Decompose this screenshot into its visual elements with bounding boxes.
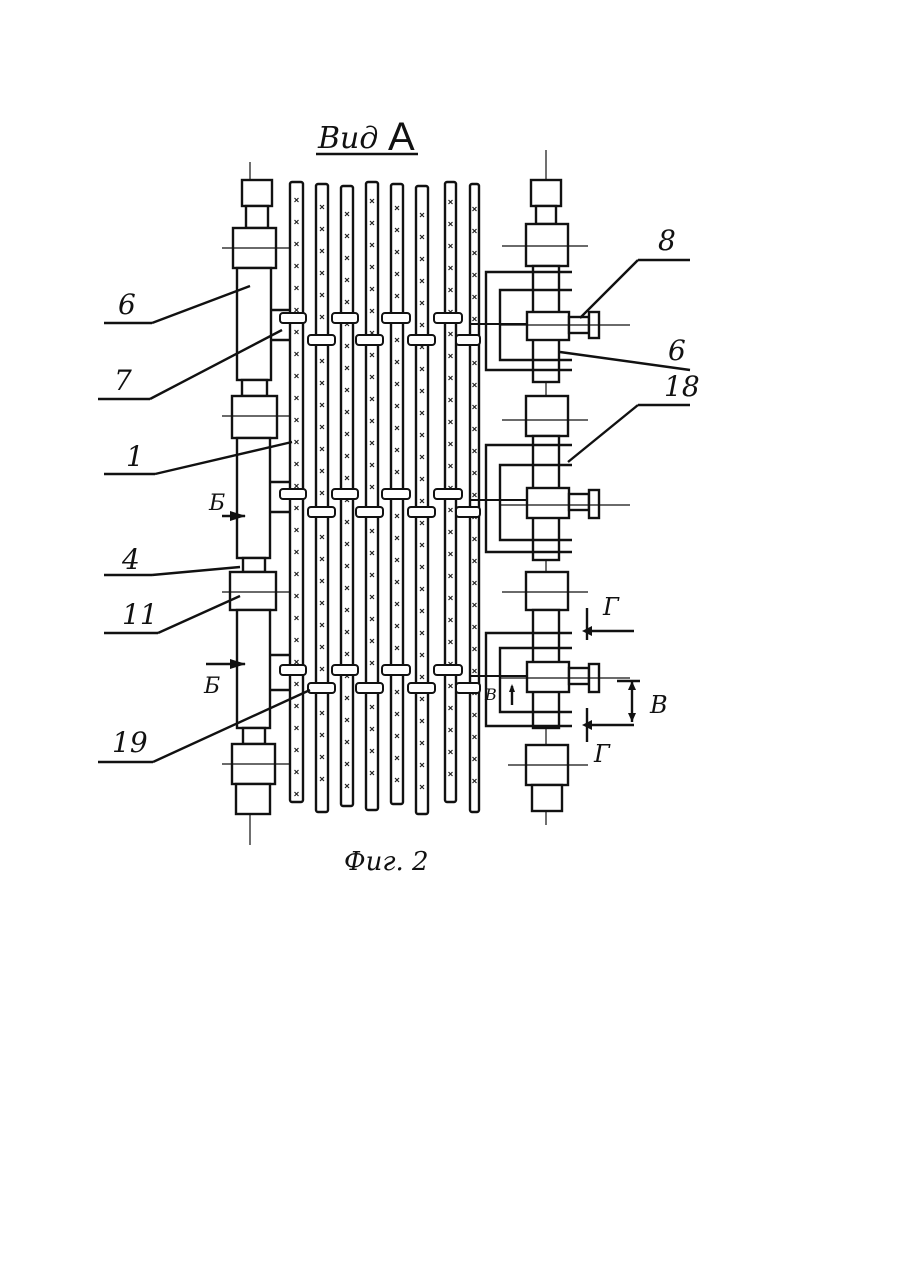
connecting-pin [308,683,335,693]
left-coupling-3 [230,572,276,610]
right-coupling-1 [526,224,568,266]
svg-text:Г: Г [593,740,611,768]
connecting-pin [456,335,480,345]
callout-6-right: 6 [668,334,686,367]
connecting-pin [356,507,383,517]
svg-text:В: В [649,691,668,719]
right-bracket-lower [486,633,630,726]
view-title: Вид А [316,115,418,159]
left-hub-bottom [236,784,270,814]
connecting-pin [382,665,410,675]
right-hub-top [531,180,561,206]
section-mark-g-upper: Г [582,593,634,640]
connecting-pin [308,507,335,517]
left-hub-top [242,180,272,206]
left-shaft-section-2 [237,438,270,558]
connecting-pin [408,507,435,517]
left-neck [243,558,265,572]
left-shaft-section-1 [237,268,271,380]
svg-text:Б: Б [208,491,225,516]
left-shaft [222,162,290,845]
callout-1: 1 [126,440,144,473]
connecting-pin [332,313,358,323]
connecting-pin [332,665,358,675]
callout-8: 8 [658,224,676,257]
callout-19: 19 [112,726,148,759]
connecting-pin [332,489,358,499]
connecting-pin [308,335,335,345]
slat [366,182,378,810]
callout-18: 18 [664,370,700,403]
slat [416,186,428,814]
callout-7: 7 [114,364,132,397]
right-coupling-2 [526,396,568,436]
connecting-pin [456,507,480,517]
connecting-pin [356,683,383,693]
left-coupling-2 [232,396,277,438]
right-callouts: 8 6 18 [560,224,700,462]
connecting-pin [408,683,435,693]
view-title-prefix: Вид [317,121,378,156]
connecting-pin [382,313,410,323]
callout-6-left: 6 [118,288,136,321]
connecting-pin [280,665,306,675]
connecting-pin [280,313,306,323]
callout-4: 4 [121,543,140,576]
slat [316,184,328,812]
connecting-pin [434,665,462,675]
right-shaft [486,150,630,825]
connecting-pin [408,335,435,345]
right-hub-bottom [532,785,562,811]
left-neck [246,206,268,228]
right-neck [536,206,556,224]
slat [470,184,479,812]
section-mark-v-inner: В [484,685,497,704]
svg-text:Г: Г [602,593,620,621]
connecting-pin [434,489,462,499]
callout-11: 11 [122,598,158,631]
connecting-pin [456,683,480,693]
right-coupling-3 [526,572,568,610]
section-mark-g-lower: Г [582,708,634,768]
view-title-letter: А [388,115,415,159]
left-neck [243,728,265,744]
connecting-pin [280,489,306,499]
left-neck [242,380,267,396]
connecting-pin [356,335,383,345]
svg-text:Б: Б [203,674,220,699]
connecting-pin [382,489,410,499]
figure-caption: Фиг. 2 [344,847,429,877]
connecting-pin [434,313,462,323]
